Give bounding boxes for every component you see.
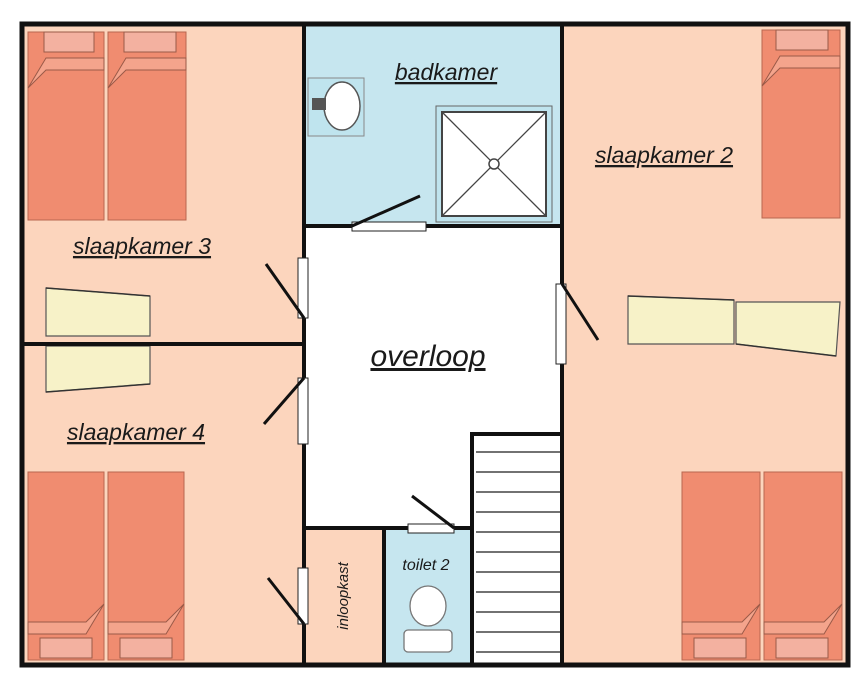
staircase [476, 451, 560, 653]
label-slaapkamer-2: slaapkamer 2 [595, 142, 733, 168]
walls [19, 21, 851, 668]
toilet-icon [403, 585, 453, 653]
label-inloopkast: inloopkast [335, 561, 352, 629]
desk-slaapkamer-4 [45, 345, 151, 393]
door-slaapkamer-4 [262, 377, 309, 445]
bed-slaapkamer-2-bottom-right [763, 471, 843, 661]
shower-icon [435, 105, 553, 223]
sink-icon [307, 77, 365, 137]
desk-slaapkamer-2 [627, 295, 841, 357]
label-slaapkamer-3: slaapkamer 3 [73, 233, 211, 259]
bed-slaapkamer-2-top [761, 29, 841, 219]
door-slaapkamer-3 [264, 257, 309, 319]
door-toilet-2 [407, 494, 455, 534]
label-toilet-2: toilet 2 [402, 557, 449, 574]
bed-slaapkamer-2-bottom-left [681, 471, 761, 661]
bed-slaapkamer-3-right [107, 31, 187, 221]
inloopkast-floor [304, 528, 384, 664]
bed-slaapkamer-3-left [27, 31, 105, 221]
label-slaapkamer-4: slaapkamer 4 [67, 419, 205, 445]
bed-slaapkamer-4-left [27, 471, 105, 661]
desk-slaapkamer-3 [45, 287, 151, 337]
door-slaapkamer-2 [555, 283, 600, 365]
door-badkamer [351, 194, 427, 232]
door-inloopkast [266, 567, 309, 625]
bed-slaapkamer-4-right [107, 471, 185, 661]
label-overloop: overloop [370, 340, 485, 373]
stairs-floor [472, 434, 562, 664]
label-badkamer: badkamer [395, 59, 499, 85]
